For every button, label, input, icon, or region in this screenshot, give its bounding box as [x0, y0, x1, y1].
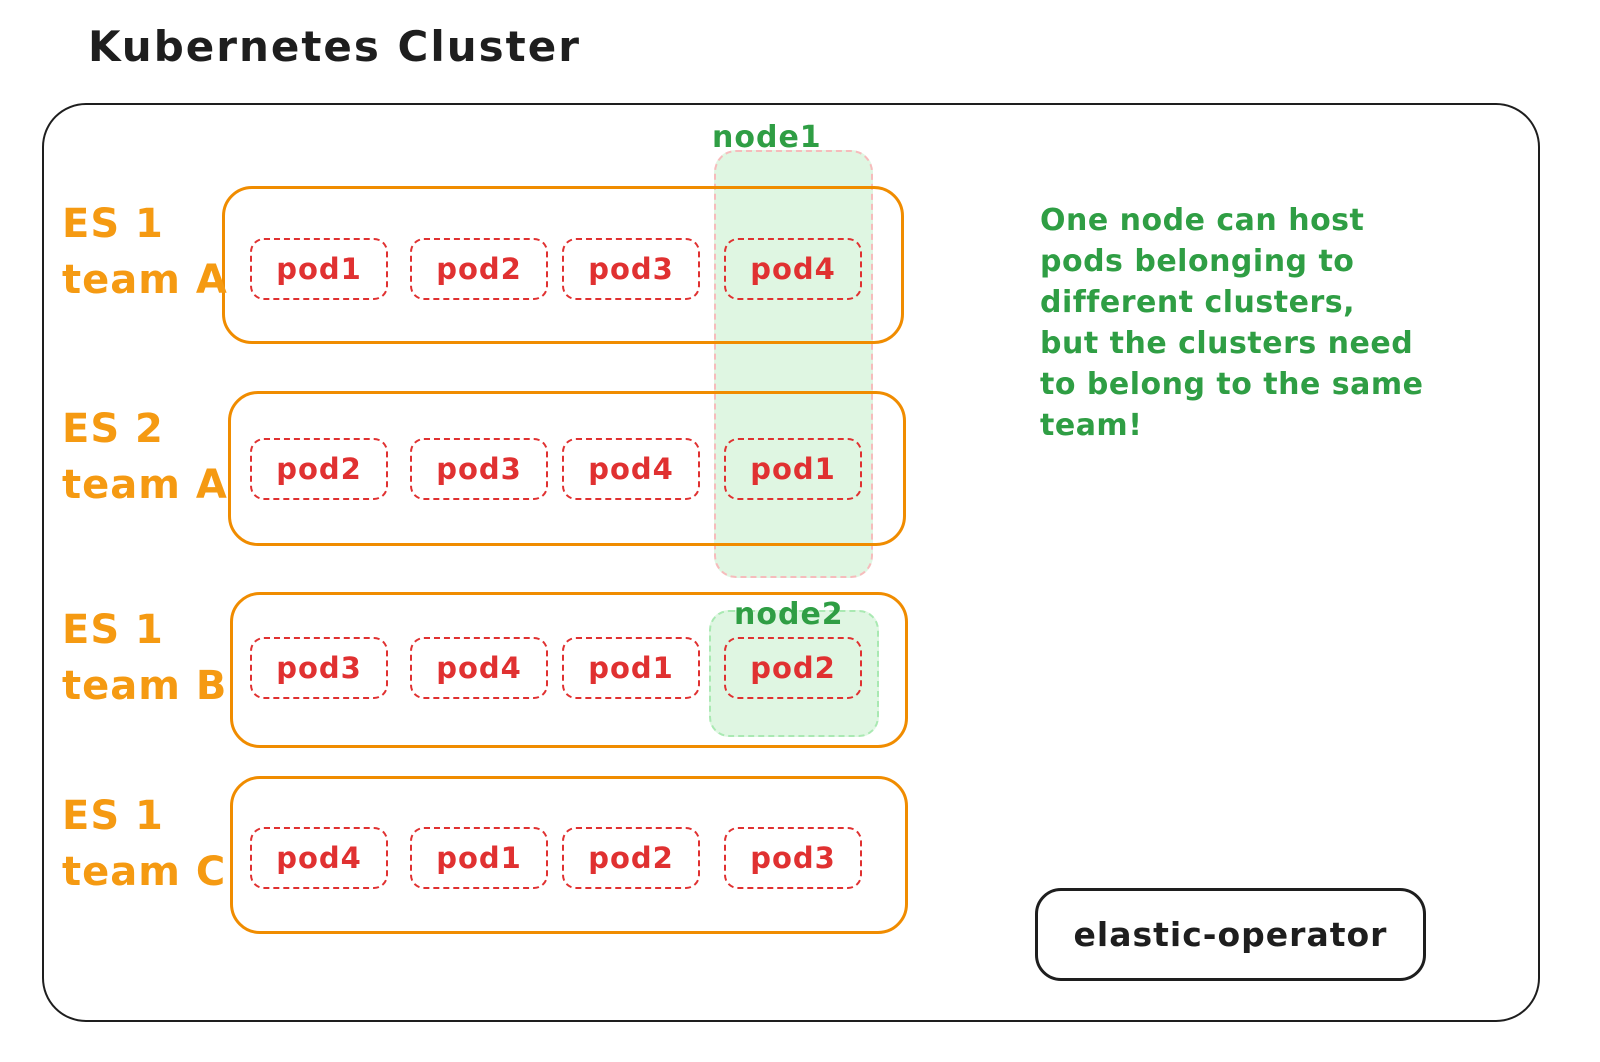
- pod: pod2: [250, 438, 388, 500]
- kubernetes-cluster-boundary: [42, 103, 1540, 1022]
- pod: pod1: [562, 637, 700, 699]
- node2-label: node2: [734, 597, 844, 632]
- team-name: team B: [62, 663, 228, 709]
- pod: pod3: [250, 637, 388, 699]
- pod: pod4: [410, 637, 548, 699]
- pod: pod3: [562, 238, 700, 300]
- elastic-operator-label: elastic-operator: [1073, 915, 1388, 954]
- pod: pod4: [250, 827, 388, 889]
- pod: pod3: [724, 827, 862, 889]
- row-label-es1-team-c: ES 1 team C: [62, 788, 226, 900]
- es-name: ES 1: [62, 607, 164, 653]
- elastic-operator-box: elastic-operator: [1035, 888, 1426, 981]
- cluster-box-es1-team-b: [230, 592, 908, 748]
- node-annotation-text: One node can host pods belonging to diff…: [1040, 203, 1424, 443]
- cluster-box-es2-team-a: [228, 391, 906, 546]
- row-label-es1-team-a: ES 1 team A: [62, 196, 228, 308]
- cluster-box-es1-team-a: [222, 186, 904, 344]
- cluster-box-es1-team-c: [230, 776, 908, 934]
- row-label-es1-team-b: ES 1 team B: [62, 602, 227, 714]
- pod: pod3: [410, 438, 548, 500]
- pod: pod4: [562, 438, 700, 500]
- page-title: Kubernetes Cluster: [88, 22, 581, 71]
- es-name: ES 2: [62, 406, 164, 452]
- team-name: team A: [62, 462, 228, 508]
- pod: pod1: [250, 238, 388, 300]
- node1-label: node1: [712, 120, 822, 155]
- pod: pod1: [724, 438, 862, 500]
- node2-overlay: [709, 610, 879, 737]
- pod: pod2: [410, 238, 548, 300]
- pod: pod4: [724, 238, 862, 300]
- pod: pod1: [410, 827, 548, 889]
- pod: pod2: [562, 827, 700, 889]
- team-name: team A: [62, 257, 228, 303]
- es-name: ES 1: [62, 793, 164, 839]
- pod: pod2: [724, 637, 862, 699]
- node1-overlay: [714, 150, 873, 578]
- row-label-es2-team-a: ES 2 team A: [62, 401, 228, 513]
- team-name: team C: [62, 849, 227, 895]
- es-name: ES 1: [62, 201, 164, 247]
